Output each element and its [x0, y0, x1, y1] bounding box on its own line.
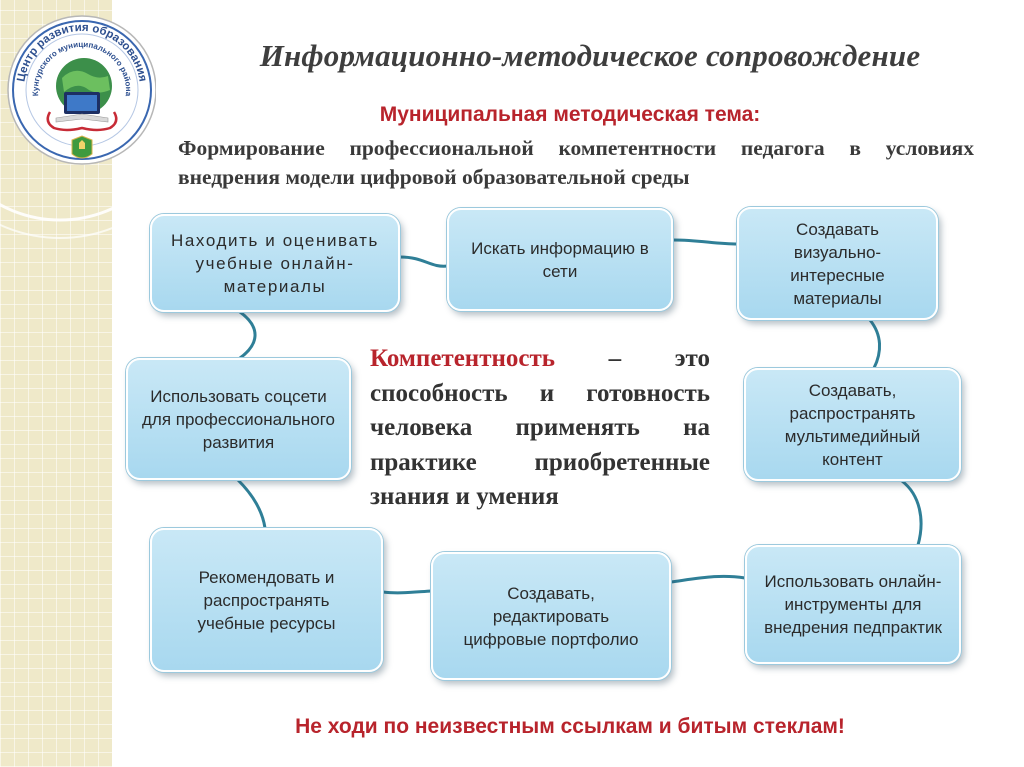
organization-logo: Центр развития образования Кунгурского м…: [7, 15, 156, 165]
box-create-multimedia: Создавать, распространять мультимедийный…: [744, 368, 961, 481]
box-recommend: Рекомендовать и распространять учебные р…: [150, 528, 383, 672]
page-title: Информационно-методическое сопровождение: [259, 38, 921, 73]
box-search-info: Искать информацию в сети: [447, 208, 673, 311]
box-social: Использовать соцсети для профессионально…: [126, 358, 351, 480]
footer-warning: Не ходи по неизвестным ссылкам и битым с…: [295, 715, 845, 738]
connector-tools-portfolio: [669, 574, 747, 584]
box-find-evaluate: Находить и оценивать учебные онлайн-мате…: [150, 214, 400, 312]
connector-find-search: [398, 255, 450, 268]
connector-search-visual: [671, 238, 740, 246]
definition-text: – это способность и готовность человека …: [370, 345, 710, 510]
box-portfolio: Создавать, редактировать цифровые портфо…: [431, 552, 671, 680]
definition-term: Компетентность: [370, 345, 555, 372]
box-online-tools: Использовать онлайн-инструменты для внед…: [745, 545, 961, 664]
theme-text: Формирование профессиональной компетентн…: [178, 136, 974, 189]
connector-recommend-social: [236, 478, 267, 530]
connector-portfolio-recommend: [381, 589, 433, 595]
box-create-visual: Создавать визуально-интересные материалы: [737, 207, 938, 320]
competence-definition: Компетентность – это способность и готов…: [370, 342, 710, 515]
connector-multimedia-tools: [900, 479, 923, 547]
connector-social-find: [238, 310, 257, 360]
connector-visual-multimedia: [868, 318, 881, 370]
theme-label: Муниципальная методическая тема:: [379, 103, 761, 126]
